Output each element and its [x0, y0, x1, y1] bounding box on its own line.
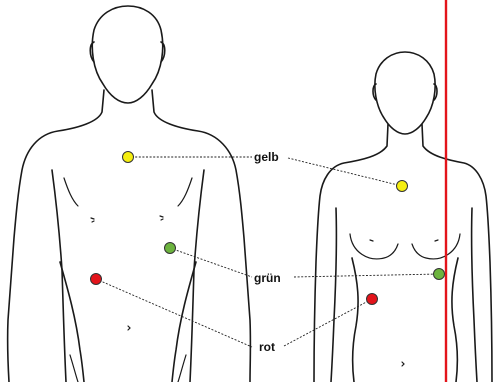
- female-breast-left: [350, 234, 398, 259]
- electrode-yellow-male: [123, 152, 134, 163]
- leader-gruen-male: [170, 248, 252, 277]
- female-body-outline: [314, 124, 492, 382]
- electrode-red-female: [367, 294, 378, 305]
- label-gruen: grün: [254, 271, 281, 285]
- labels: gelb grün rot: [254, 150, 281, 354]
- leader-lines: [96, 157, 439, 347]
- electrode-red-male: [91, 274, 102, 285]
- female-arm-inner-right: [472, 208, 477, 382]
- male-figure: [8, 6, 251, 382]
- male-chest-line-right: [178, 178, 192, 206]
- female-waist-right: [452, 258, 458, 382]
- male-body-outline: [8, 90, 251, 382]
- male-nipple-right: [160, 216, 163, 220]
- female-navel: [402, 362, 404, 366]
- label-rot: rot: [259, 340, 275, 354]
- male-chest-line-left: [64, 178, 78, 206]
- electrode-green-female: [434, 269, 445, 280]
- male-nipple-left: [91, 218, 94, 222]
- female-breast-right: [412, 234, 460, 259]
- male-navel: [128, 326, 130, 330]
- female-nipple-right: [435, 240, 438, 241]
- female-head: [375, 52, 435, 134]
- female-waist-left: [352, 258, 358, 382]
- leader-rot-male: [96, 279, 252, 347]
- male-head: [92, 6, 162, 103]
- electrode-yellow-female: [397, 181, 408, 192]
- label-gelb: gelb: [254, 150, 279, 164]
- male-hip-right: [178, 355, 186, 382]
- leader-rot-female: [284, 299, 372, 346]
- female-arm-inner-left: [331, 208, 336, 382]
- female-nipple-left: [370, 240, 373, 241]
- male-hip-left: [70, 355, 78, 382]
- electrode-green-male: [165, 243, 176, 254]
- female-figure: [314, 52, 492, 382]
